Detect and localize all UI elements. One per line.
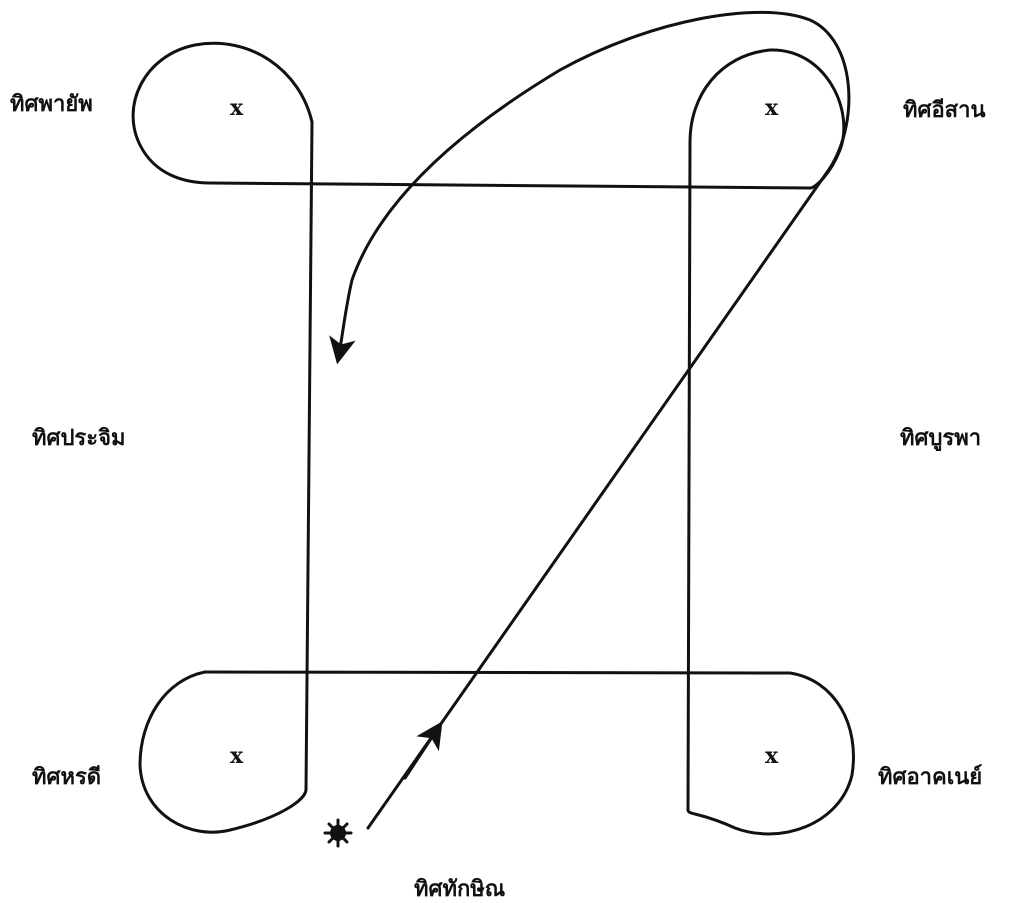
- left-vertical-line: [304, 120, 314, 792]
- diagonal-path: [366, 166, 832, 830]
- x-mark-northeast: x: [765, 95, 779, 121]
- label-west: ทิศประจิม: [32, 426, 126, 451]
- x-mark-southwest: x: [230, 743, 244, 769]
- label-southeast: ทิศอาคเนย์: [878, 765, 983, 790]
- loop-northwest: [131, 41, 314, 185]
- loop-southwest: [138, 670, 308, 834]
- label-northeast: ทิศอีสาน: [903, 98, 986, 123]
- label-southwest: ทิศหรดี: [32, 765, 102, 790]
- big-arc-path: [329, 10, 851, 365]
- diagonal-arrow-segment: [403, 721, 443, 780]
- label-south: ทิศทักษิณ: [414, 877, 506, 902]
- x-mark-northwest: x: [230, 95, 244, 121]
- x-mark-southeast: x: [765, 743, 779, 769]
- start-wheel-icon: [323, 818, 353, 848]
- bottom-horizontal-line: [203, 670, 792, 675]
- loop-southeast: [686, 671, 855, 836]
- label-northwest: ทิศพายัพ: [10, 92, 93, 117]
- top-horizontal-line: [208, 181, 812, 190]
- right-vertical-line: [686, 140, 692, 812]
- label-east: ทิศบูรพา: [900, 426, 982, 451]
